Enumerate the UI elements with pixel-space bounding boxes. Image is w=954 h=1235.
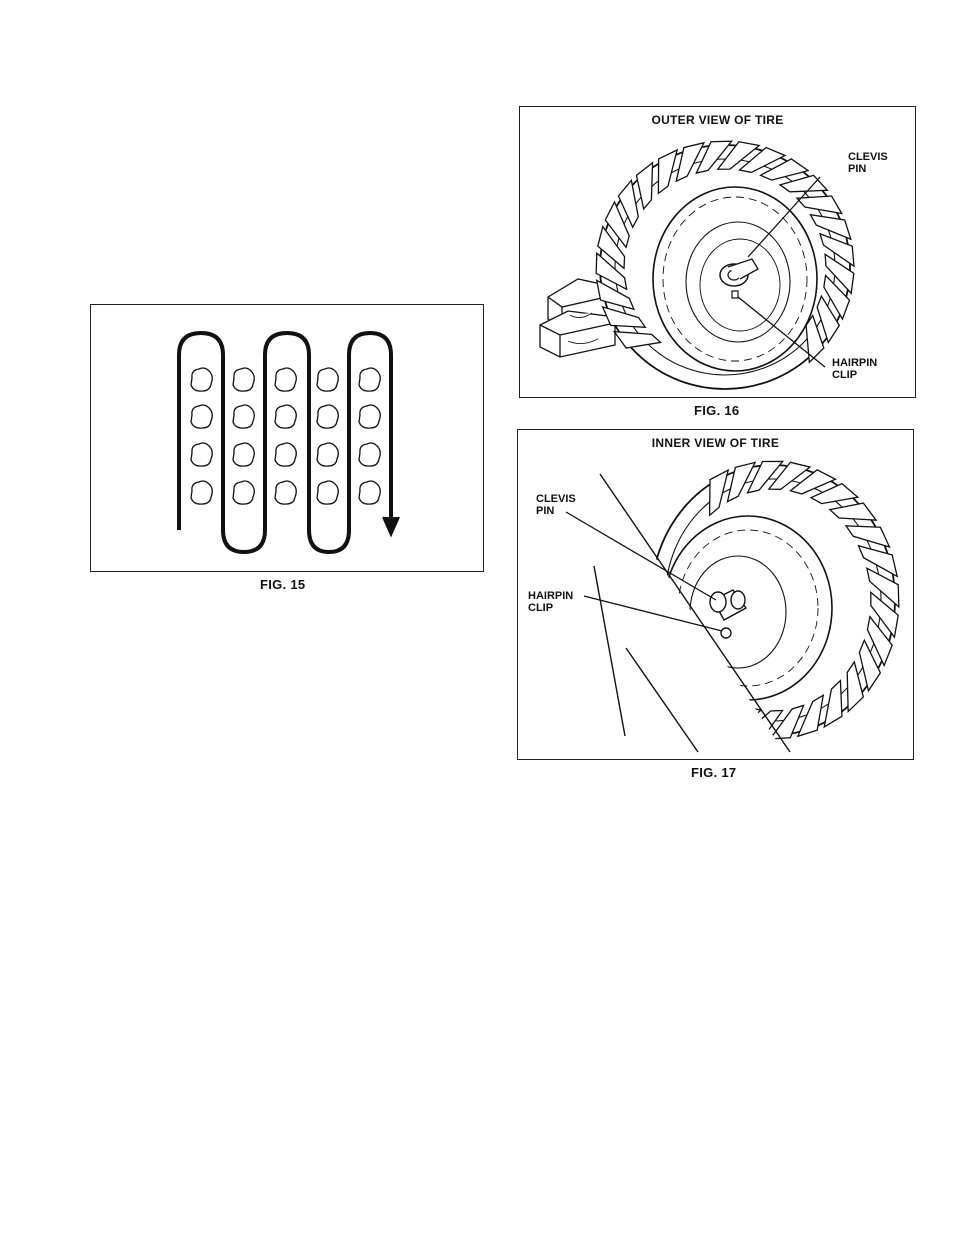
fig17-clevis-pin-label: CLEVIS PIN — [536, 493, 576, 517]
fig16-hairpin-clip-label: HAIRPIN CLIP — [832, 357, 877, 381]
fig17-hairpin-clip-label: HAIRPIN CLIP — [528, 590, 573, 614]
soil-clod — [275, 405, 296, 428]
soil-clod — [191, 481, 212, 504]
soil-clod — [233, 405, 254, 428]
soil-clod — [275, 368, 296, 391]
fig17-panel: INNER VIEW OF TIRE CLEVIS PIN — [517, 429, 914, 760]
fig16-caption: FIG. 16 — [694, 403, 739, 418]
soil-clod — [233, 481, 254, 504]
soil-clod — [359, 481, 380, 504]
path-arrow-head — [383, 517, 399, 535]
inner-tire-illustration — [518, 430, 915, 761]
fig15-panel — [90, 304, 484, 572]
frame-edge-3 — [626, 648, 698, 752]
tilling-pattern-diagram — [91, 305, 485, 573]
soil-clod — [317, 481, 338, 504]
soil-clod — [233, 368, 254, 391]
soil-clod — [275, 481, 296, 504]
soil-clod — [317, 405, 338, 428]
tire-inner — [651, 461, 899, 739]
soil-clod — [317, 443, 338, 466]
soil-clod — [275, 443, 296, 466]
frame-edge-2 — [594, 566, 625, 736]
tread-lug — [717, 708, 761, 733]
fig17-caption: FIG. 17 — [691, 765, 736, 780]
soil-clod — [359, 405, 380, 428]
tread-lug — [693, 699, 740, 720]
soil-clods — [191, 368, 380, 504]
soil-clod — [317, 368, 338, 391]
tilling-path — [179, 333, 391, 552]
soil-clod — [233, 443, 254, 466]
fig16-clevis-pin-label: CLEVIS PIN — [848, 151, 888, 175]
soil-clod — [359, 368, 380, 391]
fig16-panel: OUTER VIEW OF TIRE CLEV — [519, 106, 916, 398]
soil-clod — [191, 443, 212, 466]
fig15-caption: FIG. 15 — [260, 577, 305, 592]
soil-clod — [191, 368, 212, 391]
soil-clod — [191, 405, 212, 428]
soil-clod — [359, 443, 380, 466]
